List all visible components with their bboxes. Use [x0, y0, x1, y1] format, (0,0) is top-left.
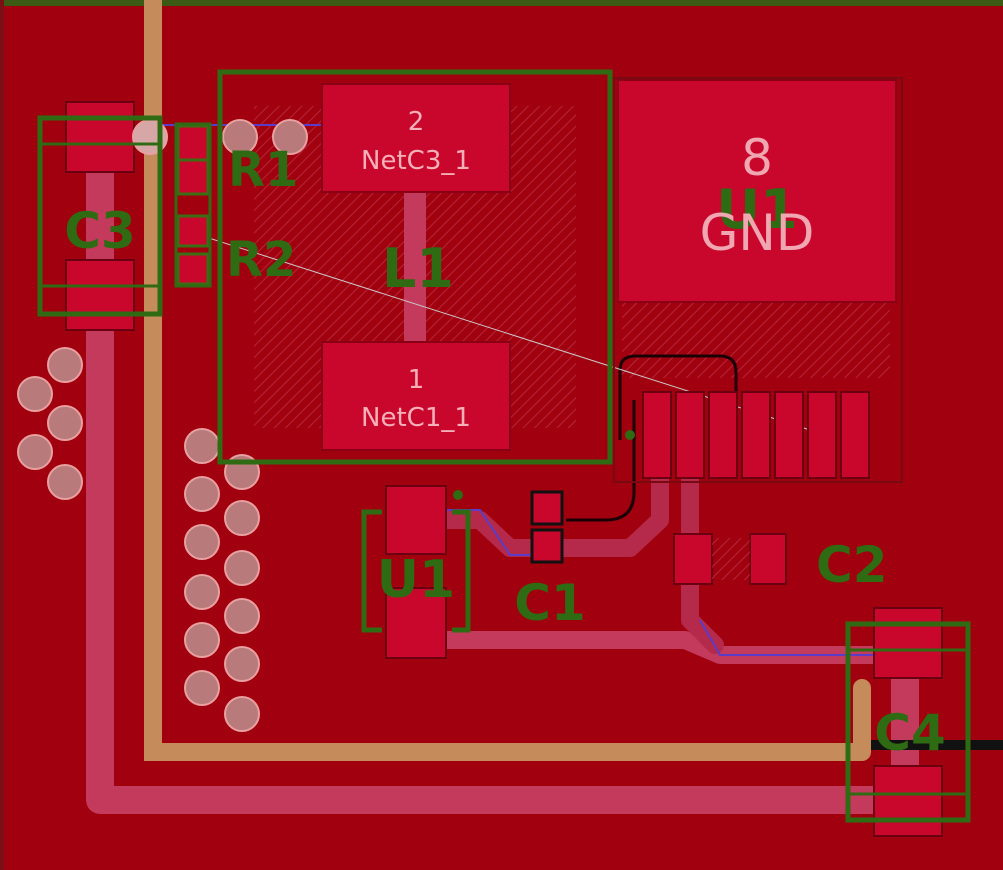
via[interactable] [47, 464, 83, 500]
u1-pad8-number: 8 [741, 129, 773, 187]
trace-c3-loop [86, 156, 919, 814]
c4-silk [845, 621, 971, 823]
c3-silk-divider [40, 142, 160, 288]
u1-pad[interactable] [675, 391, 705, 479]
u1-pad[interactable] [840, 391, 870, 479]
u1-pad8-net: GND [700, 204, 815, 262]
c4-pad-top[interactable] [873, 607, 943, 679]
via[interactable] [17, 434, 53, 470]
trace-outlines [566, 354, 738, 522]
c3-pad-top[interactable] [65, 101, 135, 173]
r1-designator: R1 [228, 142, 298, 198]
r2-designator: R2 [226, 232, 296, 288]
via[interactable] [224, 696, 260, 732]
net-c4 [699, 619, 880, 656]
l1-pad2-net: NetC3_1 [361, 146, 471, 176]
u1-pad-8[interactable] [617, 79, 897, 303]
r1-pad-top[interactable] [176, 124, 210, 162]
pin1-marker [625, 430, 635, 440]
c3-silk [37, 115, 163, 317]
c4-designator: C4 [874, 704, 945, 762]
u1-small-silk [361, 509, 471, 633]
u1-designator: U1 [716, 178, 797, 241]
c2-pad-right[interactable] [749, 533, 787, 585]
u1-signal-pads [642, 391, 870, 479]
l1-pad2-number: 2 [408, 107, 425, 137]
via[interactable] [17, 376, 53, 412]
via[interactable] [47, 405, 83, 441]
trace-c2 [681, 461, 724, 654]
board-top-edge [0, 0, 1003, 6]
via[interactable] [222, 119, 258, 155]
u1-small-pad-bottom[interactable] [385, 587, 447, 659]
l1-pad-2[interactable] [321, 83, 511, 193]
via[interactable] [184, 524, 220, 560]
ratsnest-airwire [189, 231, 811, 431]
c1-pad-bottom[interactable] [530, 528, 564, 564]
c3-pad-bottom[interactable] [65, 259, 135, 331]
c2-designator: C2 [816, 536, 887, 594]
u1-pad[interactable] [774, 391, 804, 479]
vias [17, 119, 308, 732]
c4-pad-bottom[interactable] [873, 765, 943, 837]
u1-pad[interactable] [642, 391, 672, 479]
c2-pad-left[interactable] [673, 533, 713, 585]
c3-designator: C3 [64, 202, 135, 260]
u1-courtyard [622, 300, 890, 378]
via[interactable] [184, 476, 220, 512]
c1-designator: C1 [514, 574, 585, 632]
c4-silk-divider [848, 648, 968, 796]
u1-pad[interactable] [741, 391, 771, 479]
r1-pad-bottom[interactable] [176, 158, 210, 196]
keepout-outline [618, 354, 738, 440]
u1-small-pin1-marker [453, 490, 463, 500]
via[interactable] [224, 550, 260, 586]
via[interactable] [224, 500, 260, 536]
l1-pad1-number: 1 [408, 365, 425, 395]
u1-outline [613, 77, 903, 483]
l1-designator: L1 [382, 237, 454, 300]
via[interactable] [184, 574, 220, 610]
via[interactable] [184, 428, 220, 464]
r2-pad-bottom[interactable] [176, 252, 210, 286]
via[interactable] [224, 598, 260, 634]
c1-outline [566, 400, 636, 522]
l1-silk [217, 69, 613, 465]
r-silk [174, 122, 212, 288]
via[interactable] [184, 670, 220, 706]
l1-pad1-net: NetC1_1 [361, 403, 471, 433]
via[interactable] [224, 646, 260, 682]
via[interactable] [47, 347, 83, 383]
c2-body [712, 538, 750, 580]
l1-pad-1[interactable] [321, 341, 511, 451]
c1-pad-top[interactable] [530, 490, 564, 526]
u1-small-designator: U1 [377, 550, 455, 610]
silkscreen [37, 69, 971, 823]
board-outline [144, 0, 869, 761]
via[interactable] [184, 622, 220, 658]
u1-pad[interactable] [708, 391, 738, 479]
board-left-edge [0, 0, 4, 870]
r2-pad-top[interactable] [176, 214, 210, 248]
via[interactable] [272, 119, 308, 155]
u1-small-pad-top[interactable] [385, 485, 447, 555]
u1-pad[interactable] [807, 391, 837, 479]
